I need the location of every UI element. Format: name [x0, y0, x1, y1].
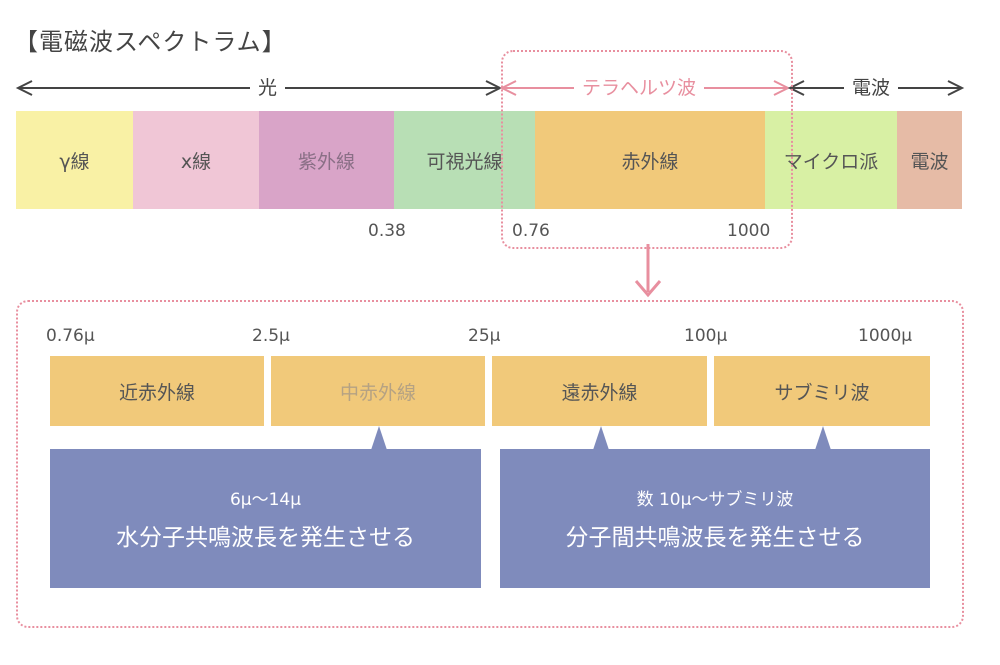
sub-tick-0-76: 0.76μ: [46, 326, 95, 346]
page-title: 【電磁波スペクトラム】: [14, 28, 287, 56]
region-label-light: 光: [250, 76, 286, 100]
sub-band-submillimeter: サブミリ波: [714, 356, 930, 426]
band-label: 紫外線: [297, 150, 355, 173]
region-label-radio: 電波: [844, 76, 899, 100]
radio-arrow-right-head: [947, 80, 965, 96]
info-box-range: 数 10μ〜サブミリ波: [636, 490, 794, 510]
band-visible: 可視光線: [394, 111, 535, 209]
sub-band-label: 近赤外線: [118, 381, 195, 404]
band-label: γ線: [59, 150, 90, 173]
band-label: 可視光線: [426, 150, 503, 173]
pointer-mid-infrared: [371, 426, 387, 450]
sub-tick-25: 25μ: [468, 326, 501, 346]
info-box-description: 水分子共鳴波長を発生させる: [116, 525, 415, 551]
info-box-description: 分子間共鳴波長を発生させる: [565, 525, 865, 551]
band-gamma: γ線: [16, 111, 133, 209]
band-label: マイクロ派: [783, 150, 879, 173]
tick-0-76: 0.76: [512, 221, 550, 241]
sub-band-label: 中赤外線: [339, 381, 416, 404]
info-box-intermolecular: 数 10μ〜サブミリ波 分子間共鳴波長を発生させる: [500, 449, 930, 588]
band-ultraviolet: 紫外線: [259, 111, 394, 209]
sub-band-far-infrared: 遠赤外線: [492, 356, 707, 426]
light-arrow-left-head: [15, 80, 33, 96]
pointer-far-infrared: [593, 426, 609, 450]
info-box-range: 6μ〜14μ: [229, 490, 302, 510]
sub-tick-100: 100μ: [684, 326, 728, 346]
sub-band-near-infrared: 近赤外線: [50, 356, 264, 426]
band-microwave: マイクロ派: [765, 111, 897, 209]
terahertz-detail-box: [16, 300, 964, 628]
radio-arrow-left-head: [787, 80, 805, 96]
sub-tick-2-5: 2.5μ: [252, 326, 290, 346]
down-arrow-head: [634, 280, 662, 298]
info-box-water: 6μ〜14μ 水分子共鳴波長を発生させる: [50, 449, 481, 588]
sub-tick-1000: 1000μ: [858, 326, 913, 346]
region-label-terahertz: テラヘルツ波: [574, 76, 705, 100]
pointer-submillimeter: [815, 426, 831, 450]
band-label: x線: [180, 150, 212, 173]
tick-0-38: 0.38: [368, 221, 406, 241]
sub-band-label: 遠赤外線: [561, 381, 638, 404]
band-radio: 電波: [897, 111, 962, 209]
band-infrared: 赤外線: [535, 111, 765, 209]
tick-1000: 1000: [727, 221, 771, 241]
terahertz-highlight-box: [501, 50, 793, 249]
band-xray: x線: [133, 111, 259, 209]
band-label: 赤外線: [621, 150, 679, 173]
sub-band-label: サブミリ波: [774, 381, 870, 404]
band-label: 電波: [910, 150, 949, 173]
sub-band-mid-infrared: 中赤外線: [271, 356, 485, 426]
